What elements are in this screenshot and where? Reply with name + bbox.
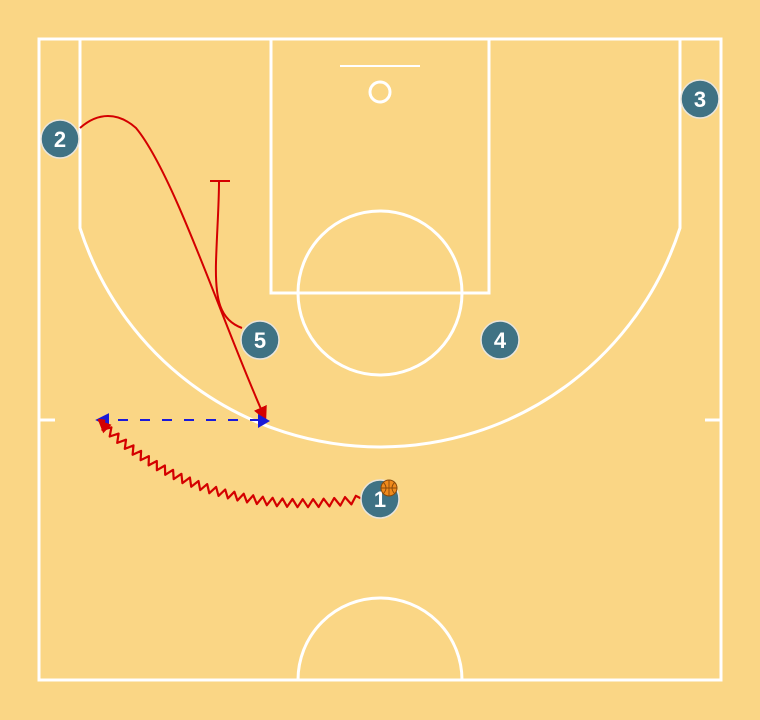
player-5[interactable]: 5 (240, 320, 280, 360)
center-circle (296, 596, 464, 681)
dribble-path-player-1 (97, 418, 363, 509)
player-number: 5 (254, 328, 266, 353)
screen-path-player-5 (210, 180, 243, 329)
player-marker (240, 320, 280, 360)
player-number: 2 (54, 127, 66, 152)
cut-path-player-2 (79, 115, 267, 421)
player-marker (680, 79, 720, 119)
player-2[interactable]: 2 (40, 119, 80, 159)
player-4[interactable]: 4 (480, 320, 520, 360)
player-1[interactable]: 1 (360, 479, 400, 519)
hoop (368, 80, 392, 104)
player-3[interactable]: 3 (680, 79, 720, 119)
dribble-arrowhead (98, 420, 112, 434)
paint-lane (269, 37, 491, 295)
player-number: 3 (694, 87, 706, 112)
free-throw-circle (296, 209, 464, 377)
three-point-line (78, 39, 682, 449)
player-number: 4 (494, 328, 507, 353)
pass-target-arrow (258, 414, 270, 428)
player-marker (480, 320, 520, 360)
basketball-icon (380, 479, 398, 497)
court-lines (37, 37, 723, 682)
player-marker (40, 119, 80, 159)
